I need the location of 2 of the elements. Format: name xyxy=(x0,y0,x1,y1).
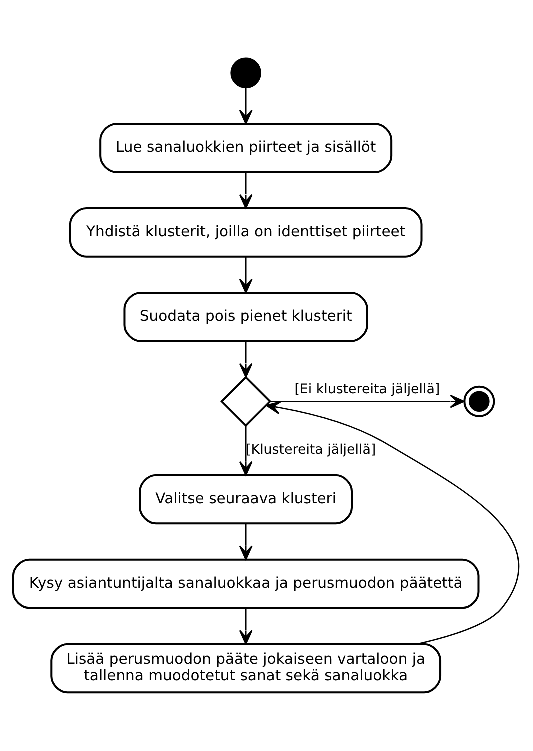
edge-label: [Ei klustereita jäljellä] xyxy=(294,382,440,398)
edge-label: [Klustereita jäljellä] xyxy=(246,442,376,458)
